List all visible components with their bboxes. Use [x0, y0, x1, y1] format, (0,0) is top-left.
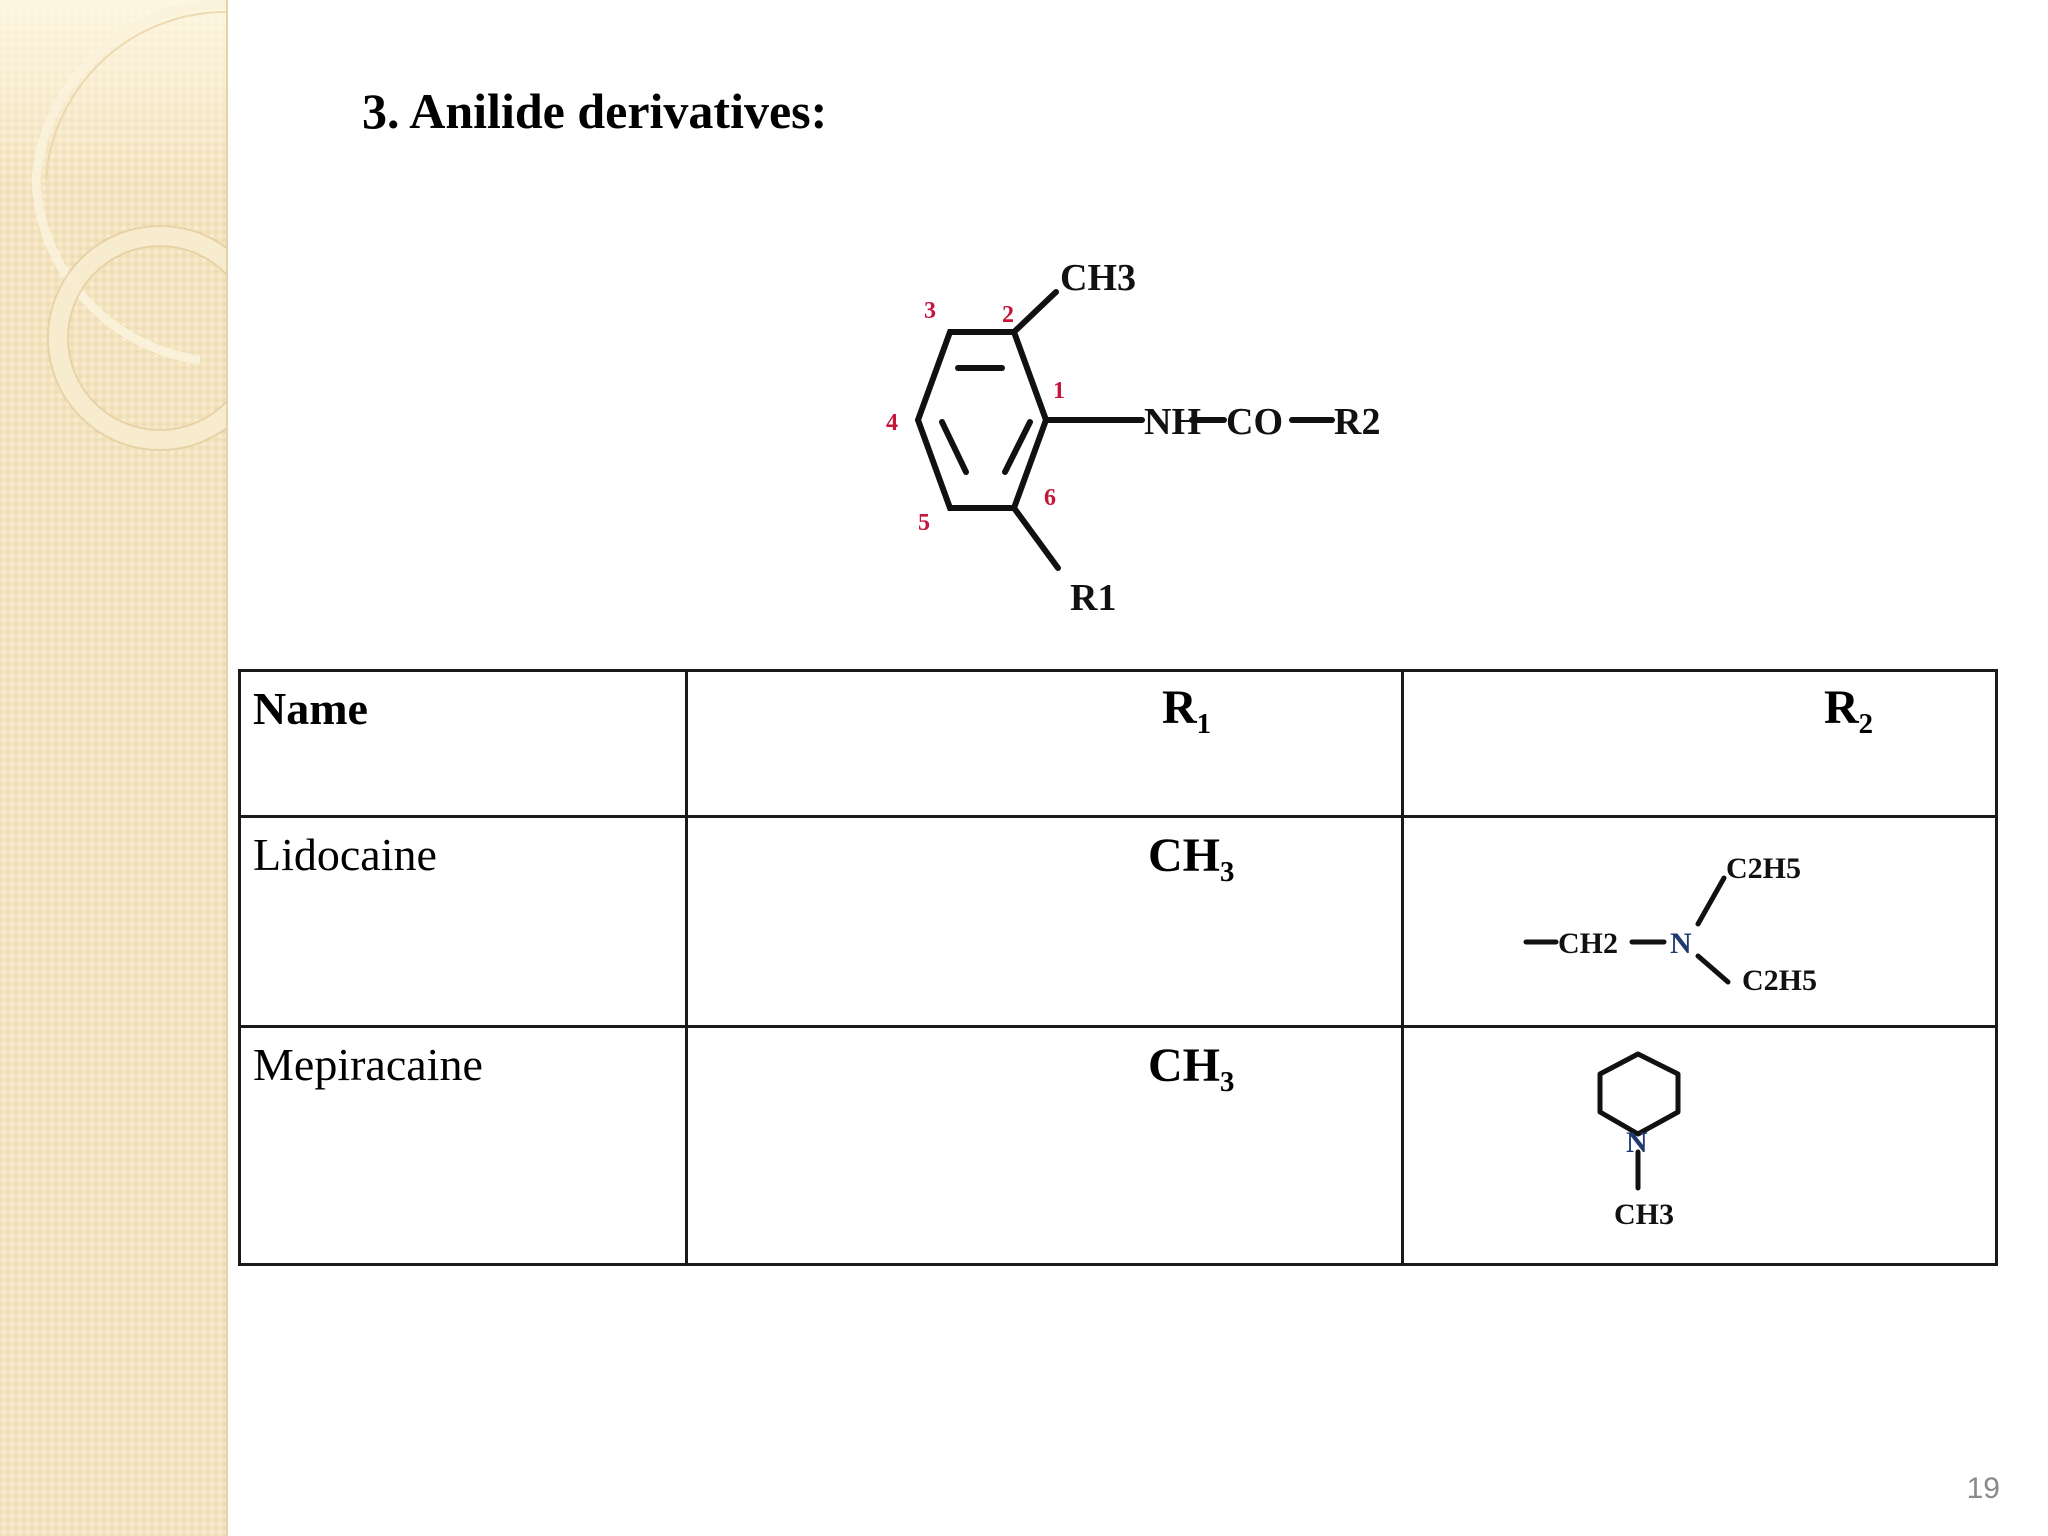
methyl-bond [1011, 289, 1059, 335]
nitrogen-label: N [1670, 927, 1692, 960]
slide-title: 3. Anilide derivatives: [362, 83, 828, 139]
table-row: Lidocaine CH3 CH2 N C2H5 C2H5 [238, 815, 1998, 1028]
r2-cell: N CH3 [1401, 1025, 1998, 1266]
r1-cell: CH3 [685, 1025, 1404, 1266]
r1-cell: CH3 [685, 815, 1404, 1028]
ethyl-label-bottom: C2H5 [1742, 964, 1817, 997]
co-label: CO [1226, 401, 1283, 443]
decorative-sidebar [0, 0, 228, 1536]
header-name-cell: Name [238, 669, 688, 818]
ring-position-3: 3 [924, 298, 936, 324]
ring-decoration [31, 0, 228, 451]
table-header-row: Name R1 R2 [238, 669, 1998, 818]
r2-cell: CH2 N C2H5 C2H5 [1401, 815, 1998, 1028]
nh-label: NH [1144, 401, 1201, 443]
ring-position-6: 6 [1044, 485, 1056, 511]
benzene-ring [914, 329, 1050, 511]
r2-label: R2 [1334, 401, 1380, 443]
methyl-label: CH3 [1060, 257, 1136, 299]
methylpiperidine-structure: N CH3 [1597, 1051, 1681, 1231]
header-r1-cell: R1 [685, 669, 1404, 818]
header-r2: R2 [1824, 681, 1874, 741]
r1-bond [1011, 505, 1061, 571]
ch2-label: CH2 [1558, 927, 1618, 960]
nitrogen-label: N [1626, 1126, 1648, 1159]
ring-position-2: 2 [1002, 302, 1014, 328]
header-name: Name [253, 683, 368, 734]
anilide-table: Name R1 R2 Lidocaine CH3 CH2 [238, 669, 1998, 1266]
header-r2-cell: R2 [1401, 669, 1998, 818]
name-cell: Mepiracaine [238, 1025, 688, 1266]
ethyl-label-top: C2H5 [1726, 852, 1801, 885]
r1-value: CH3 [1148, 1039, 1235, 1099]
piperidine-ring [1597, 1051, 1681, 1137]
ring-position-1: 1 [1053, 378, 1065, 404]
compound-name: Mepiracaine [253, 1039, 483, 1090]
compound-name: Lidocaine [253, 829, 437, 880]
r1-label: R1 [1070, 577, 1116, 619]
ring-position-4: 4 [886, 410, 898, 436]
ring-position-5: 5 [918, 510, 930, 536]
diethylaminomethyl-structure: CH2 N C2H5 C2H5 [1523, 852, 1817, 997]
header-r1: R1 [1162, 681, 1212, 741]
table-row: Mepiracaine CH3 N CH3 [238, 1025, 1998, 1266]
r1-value: CH3 [1148, 829, 1235, 889]
name-cell: Lidocaine [238, 815, 688, 1028]
page-number: 19 [1966, 1472, 2000, 1505]
methyl-label: CH3 [1614, 1198, 1674, 1231]
anilide-structure-diagram: 1 2 3 4 5 6 CH3 NH CO R2 R1 [886, 257, 1380, 619]
sidebar-edge [226, 0, 228, 1536]
